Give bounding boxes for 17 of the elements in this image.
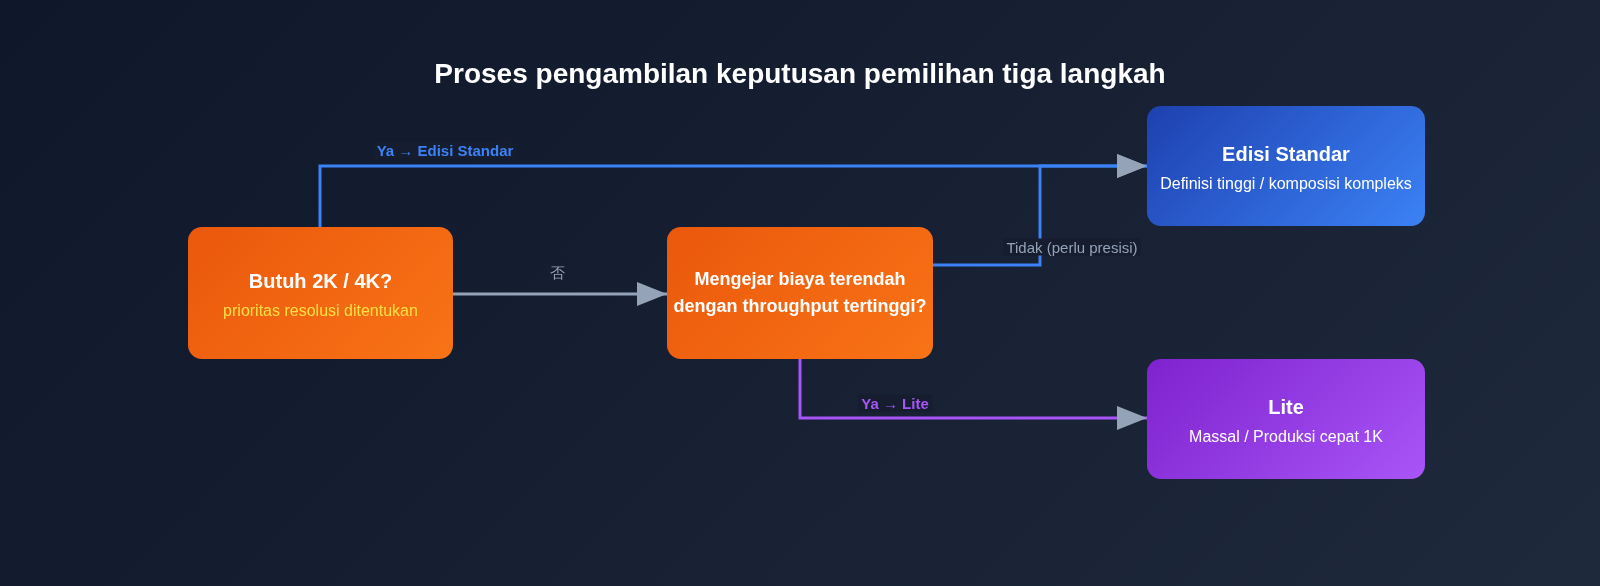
node-title: Lite (1268, 395, 1304, 420)
node-subtitle: Massal / Produksi cepat 1K (1189, 428, 1383, 446)
outcome-box (1147, 359, 1425, 479)
connector-arrow (798, 359, 1147, 430)
connector-arrow (933, 154, 1147, 267)
connector-arrow (453, 282, 667, 306)
diagram-title: Proses pengambilan keputusan pemilihan tiga langkah (433, 58, 1167, 90)
decision-box (188, 227, 453, 359)
node-subtitle: Definisi tinggi / komposisi kompleks (1160, 175, 1412, 193)
edge-label: Ya → Lite (858, 394, 932, 412)
node-title: Edisi Standar (1222, 142, 1350, 167)
edge-label: Tidak (perlu presisi) (1003, 238, 1141, 256)
outcome-box (1147, 106, 1425, 226)
node-title: Butuh 2K / 4K? (248, 269, 393, 294)
decision-box (667, 227, 933, 359)
node-title: Mengejar biaya terendah dengan throughput tertinggi? (672, 268, 928, 318)
node-subtitle: prioritas resolusi ditentukan (223, 302, 418, 320)
